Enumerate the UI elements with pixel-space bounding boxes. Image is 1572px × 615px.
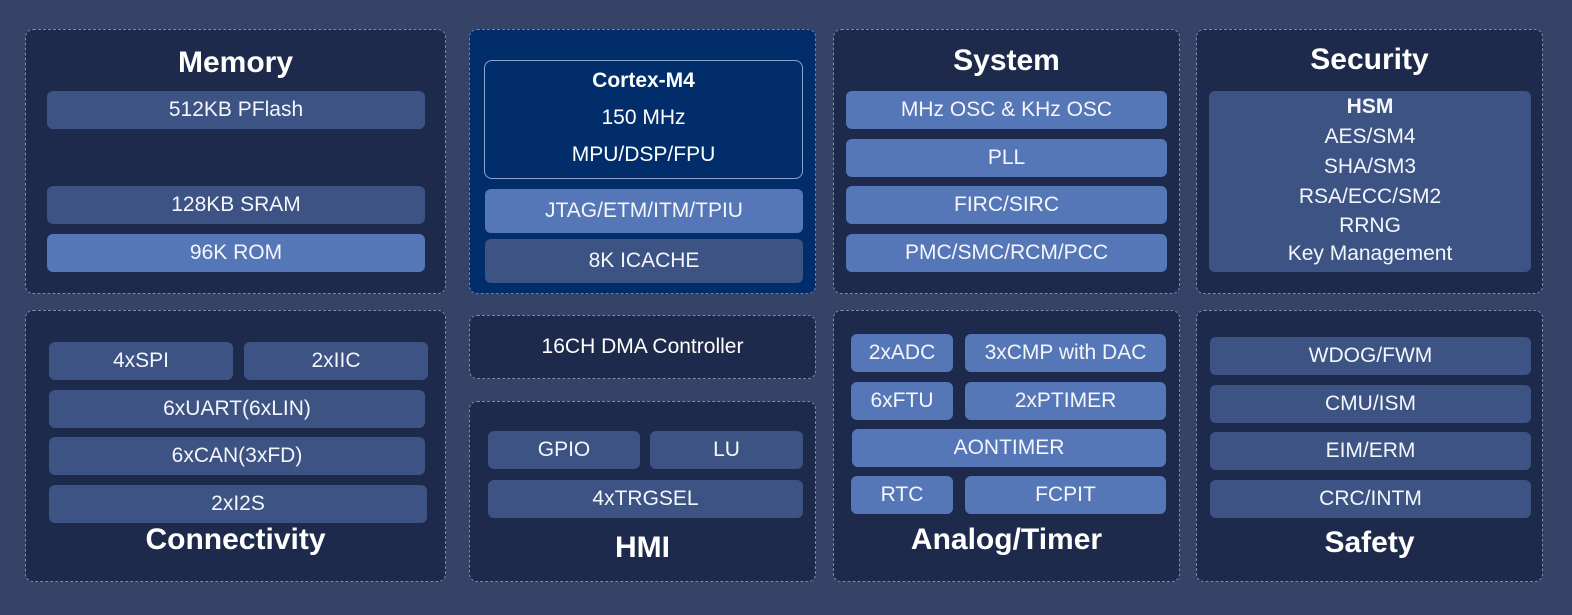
connectivity-panel: 4xSPI 2xIIC 6xUART(6xLIN) 6xCAN(3xFD) 2x… bbox=[25, 310, 446, 582]
safety-title: Safety bbox=[1324, 526, 1415, 559]
hsm-title: HSM bbox=[1346, 95, 1394, 118]
conn-iic: 2xIIC bbox=[244, 342, 428, 380]
conn-uart: 6xUART(6xLIN) bbox=[49, 390, 425, 428]
hmi-gpio: GPIO bbox=[488, 431, 640, 469]
hsm-key-management: Key Management bbox=[1287, 242, 1453, 265]
memory-rom: 96K ROM bbox=[47, 234, 425, 272]
hsm-sha: SHA/SM3 bbox=[1323, 155, 1417, 178]
debug-block: JTAG/ETM/ITM/TPIU bbox=[485, 189, 803, 233]
system-panel: System MHz OSC & KHz OSC PLL FIRC/SIRC P… bbox=[833, 29, 1180, 294]
system-title: System bbox=[953, 44, 1060, 77]
security-title: Security bbox=[1310, 43, 1429, 76]
conn-can: 6xCAN(3xFD) bbox=[49, 437, 425, 475]
safety-panel: WDOG/FWM CMU/ISM EIM/ERM CRC/INTM Safety bbox=[1196, 310, 1543, 582]
hsm-block: HSM AES/SM4 SHA/SM3 RSA/ECC/SM2 RRNG Key… bbox=[1209, 91, 1531, 272]
analog-adc: 2xADC bbox=[851, 334, 953, 372]
hsm-aes: AES/SM4 bbox=[1324, 125, 1416, 148]
analog-fcpit: FCPIT bbox=[965, 476, 1166, 514]
hmi-trgsel: 4xTRGSEL bbox=[488, 480, 803, 518]
conn-spi: 4xSPI bbox=[49, 342, 233, 380]
icache-block: 8K ICACHE bbox=[485, 239, 803, 283]
conn-i2s: 2xI2S bbox=[49, 485, 427, 523]
core-panel: Cortex-M4 150 MHz MPU/DSP/FPU JTAG/ETM/I… bbox=[469, 29, 816, 294]
safety-eim: EIM/ERM bbox=[1210, 432, 1531, 470]
safety-wdog: WDOG/FWM bbox=[1210, 337, 1531, 375]
security-panel: Security HSM AES/SM4 SHA/SM3 RSA/ECC/SM2… bbox=[1196, 29, 1543, 294]
memory-pflash: 512KB PFlash bbox=[47, 91, 425, 129]
safety-crc: CRC/INTM bbox=[1210, 480, 1531, 518]
dma-panel: 16CH DMA Controller bbox=[469, 315, 816, 379]
memory-sram: 128KB SRAM bbox=[47, 186, 425, 224]
analog-rtc: RTC bbox=[851, 476, 953, 514]
analog-panel: 2xADC 3xCMP with DAC 6xFTU 2xPTIMER AONT… bbox=[833, 310, 1180, 582]
system-osc: MHz OSC & KHz OSC bbox=[846, 91, 1167, 129]
analog-ftu: 6xFTU bbox=[851, 382, 953, 420]
analog-ptimer: 2xPTIMER bbox=[965, 382, 1166, 420]
analog-title: Analog/Timer bbox=[910, 523, 1103, 556]
cpu-name: Cortex-M4 bbox=[592, 69, 695, 92]
hmi-lu: LU bbox=[650, 431, 803, 469]
hmi-title: HMI bbox=[615, 531, 670, 564]
dma-label: 16CH DMA Controller bbox=[541, 335, 744, 358]
safety-cmu: CMU/ISM bbox=[1210, 385, 1531, 423]
cpu-frequency: 150 MHz bbox=[601, 106, 686, 129]
analog-cmp: 3xCMP with DAC bbox=[965, 334, 1166, 372]
system-pll: PLL bbox=[846, 139, 1167, 177]
system-pmc: PMC/SMC/RCM/PCC bbox=[846, 234, 1167, 272]
connectivity-title: Connectivity bbox=[145, 523, 326, 556]
cortex-box: Cortex-M4 150 MHz MPU/DSP/FPU bbox=[484, 60, 803, 179]
analog-aontimer: AONTIMER bbox=[852, 429, 1166, 467]
system-firc: FIRC/SIRC bbox=[846, 186, 1167, 224]
memory-title: Memory bbox=[177, 46, 294, 79]
hsm-rsa: RSA/ECC/SM2 bbox=[1298, 185, 1442, 208]
memory-panel: Memory 512KB PFlash 128KB SRAM 96K ROM bbox=[25, 29, 446, 294]
hmi-panel: GPIO LU 4xTRGSEL HMI bbox=[469, 401, 816, 582]
cpu-features: MPU/DSP/FPU bbox=[571, 143, 716, 166]
hsm-rrng: RRNG bbox=[1339, 214, 1401, 237]
